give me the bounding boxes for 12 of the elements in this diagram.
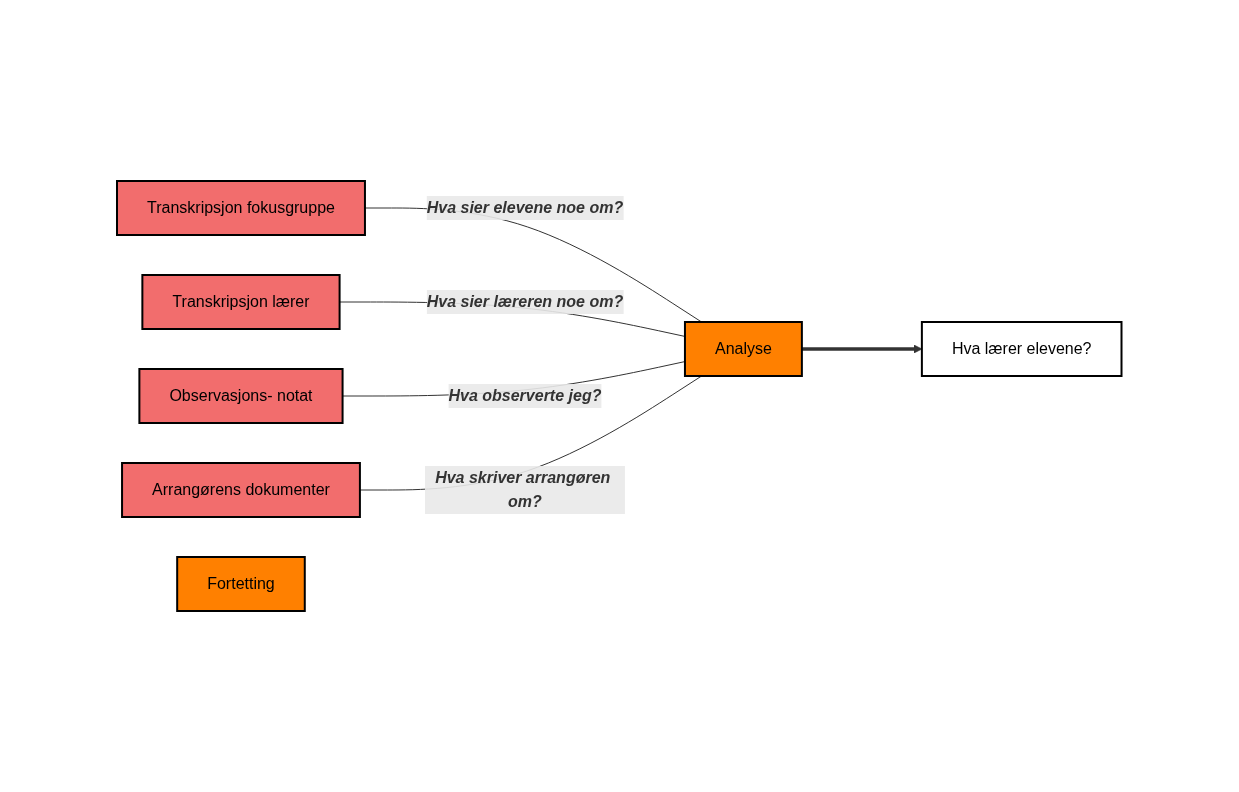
node-box: Observasjons- notat: [138, 368, 344, 424]
node-box: Fortetting: [176, 556, 306, 612]
node-box: Transkripsjon lærer: [141, 274, 341, 330]
node-box: Hva lærer elevene?: [921, 321, 1123, 377]
arrow: [802, 344, 923, 354]
edge-label: Hva sier elevene noe om?: [426, 199, 624, 216]
edge-label: Hva observerte jeg?: [448, 387, 602, 404]
node-box: Transkripsjon fokusgruppe: [116, 180, 367, 236]
node-box: Analyse: [684, 321, 804, 377]
edge-label: Hva sier læreren noe om?: [426, 293, 624, 310]
edge-label: Hva skriver arrangøren om?: [435, 469, 611, 510]
node-box: Arrangørens dokumenter: [121, 462, 362, 518]
